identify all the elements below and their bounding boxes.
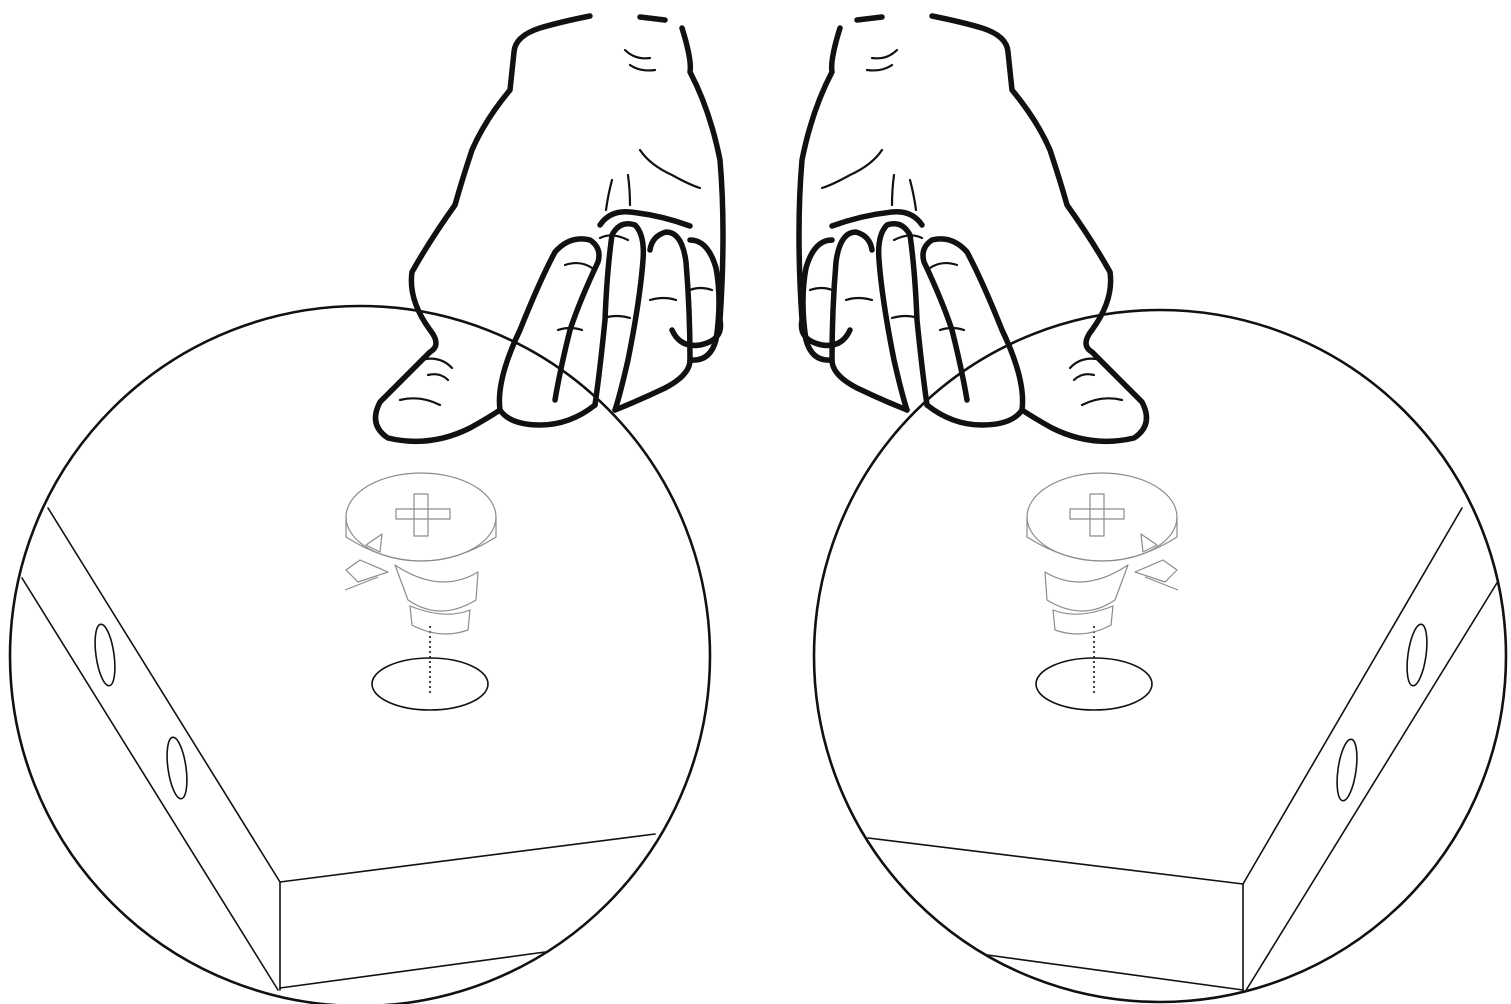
right-cam-lock-fitting — [1027, 473, 1178, 634]
left-cam-bore-hole — [372, 658, 488, 710]
right-board-panel — [868, 508, 1500, 992]
left-board-side-edge — [22, 578, 278, 990]
left-finger-ring — [615, 232, 690, 410]
left-board-top-edge — [48, 508, 655, 882]
right-thumb-creases — [1070, 359, 1122, 405]
left-panel — [10, 16, 723, 1004]
left-magnifier-circle — [10, 306, 710, 1004]
left-finger-tip-index — [500, 405, 595, 425]
right-hand-creases — [822, 50, 916, 210]
right-knuckles — [832, 212, 922, 226]
right-panel — [799, 16, 1506, 1002]
right-edge-hole-2 — [1334, 738, 1360, 802]
right-board-top-edge — [868, 508, 1462, 884]
right-hand-wrist-mark — [857, 17, 882, 20]
right-edge-hole-1 — [1404, 623, 1430, 687]
left-hand-creases — [606, 50, 700, 210]
left-thumb-creases — [400, 359, 452, 405]
left-board-panel — [22, 508, 655, 990]
left-knuckles — [600, 212, 690, 226]
left-edge-hole-1 — [92, 623, 118, 687]
left-edge-hole-2 — [164, 736, 190, 800]
right-cam-bore-hole — [1036, 658, 1152, 710]
left-hand-wrist-mark — [640, 17, 665, 20]
left-hand — [376, 16, 724, 441]
right-magnifier-circle — [814, 310, 1506, 1002]
right-finger-tip-index — [927, 405, 1022, 425]
right-finger-ring — [832, 232, 907, 410]
left-cam-lock-fitting — [345, 473, 496, 634]
left-board-bottom-edge — [280, 952, 545, 988]
right-hand — [799, 16, 1147, 441]
